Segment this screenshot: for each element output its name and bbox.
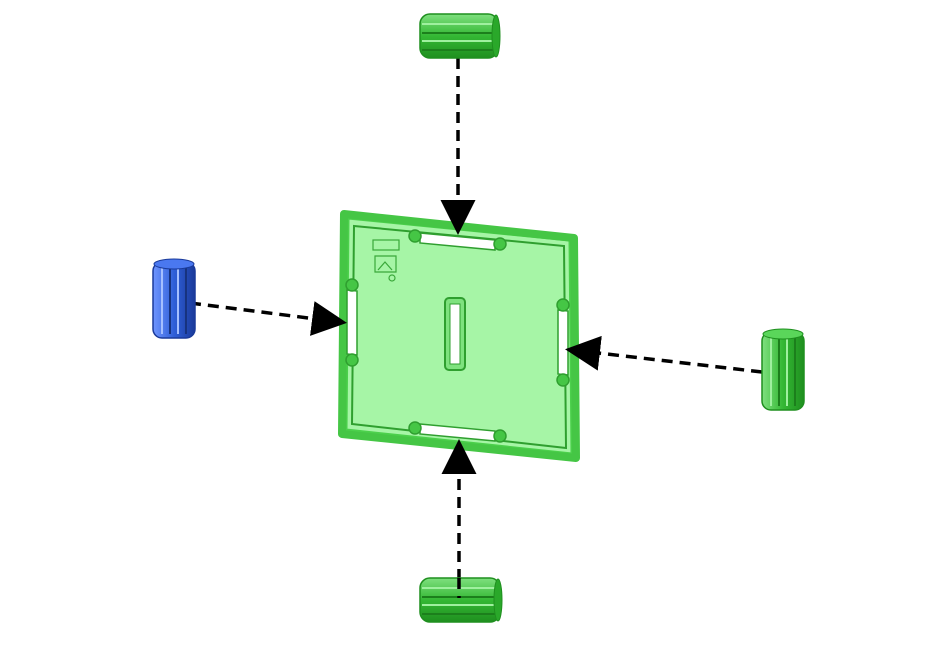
- connector-body: [420, 14, 498, 58]
- boss: [346, 354, 358, 366]
- connector-end: [763, 329, 803, 339]
- arrow-right: [572, 350, 762, 372]
- connector-top: [420, 14, 500, 58]
- boss: [409, 422, 421, 434]
- connector-end: [492, 15, 500, 57]
- connector-right: [762, 329, 804, 410]
- slot-right: [558, 310, 568, 375]
- connector-body: [762, 332, 804, 410]
- connector-end: [494, 579, 502, 621]
- connector-end: [154, 259, 194, 269]
- center-slot: [450, 304, 460, 364]
- connector-bottom: [420, 578, 502, 622]
- connector-body: [153, 262, 195, 338]
- boss: [557, 299, 569, 311]
- slot-left: [347, 290, 357, 355]
- boss: [494, 430, 506, 442]
- boss: [557, 374, 569, 386]
- connector-left: [153, 259, 195, 338]
- boss: [494, 238, 506, 250]
- square-panel: [342, 214, 576, 458]
- arrow-left: [190, 303, 340, 322]
- boss: [409, 230, 421, 242]
- boss: [346, 279, 358, 291]
